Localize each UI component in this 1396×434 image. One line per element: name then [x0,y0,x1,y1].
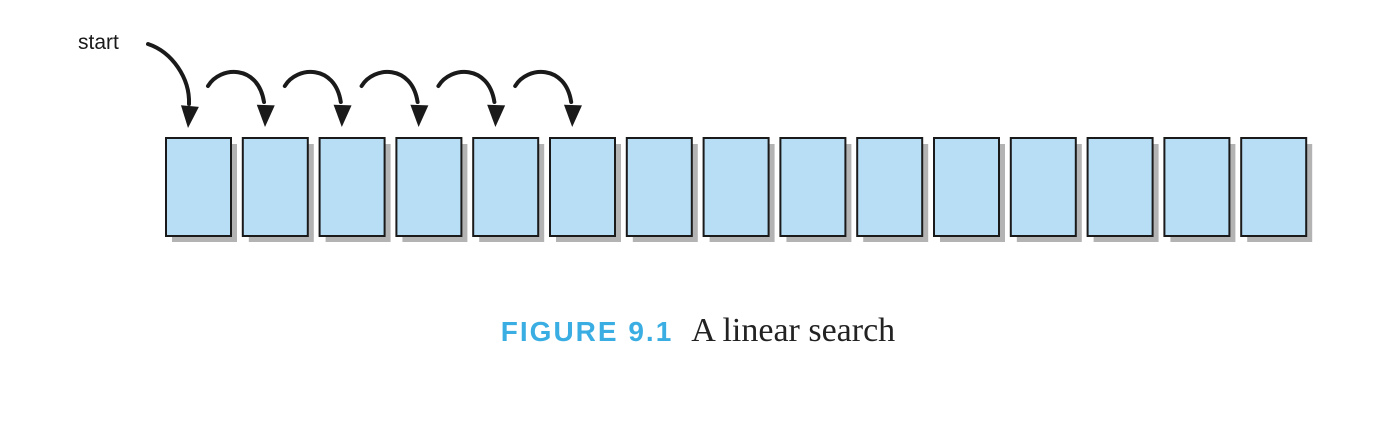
start-label: start [78,31,119,54]
arrow-head [333,104,352,127]
figure-title: A linear search [691,312,896,349]
array-cell [318,137,386,237]
curved-arrow-icon [282,70,352,127]
hop-arrow [436,70,497,104]
arrow-head [487,104,506,127]
array-cell [702,137,770,237]
array-cell [241,137,309,237]
search-arrows [146,42,582,128]
arrow-head [256,104,275,127]
hop-arrow [513,70,574,104]
hop-arrow [359,70,420,104]
figure-number: FIGURE 9.1 [500,316,674,347]
arrow-head [180,105,199,128]
array-cell [549,137,616,237]
figure-caption: FIGURE 9.1 A linear search [0,312,1396,350]
array-cell [625,137,693,237]
start-arrow [146,42,192,106]
curved-arrow-icon [359,70,429,127]
curved-arrow-icon [146,42,199,128]
array-cell [1009,137,1077,237]
curved-arrow-icon [513,70,582,127]
hop-arrow [206,70,266,104]
array-cell [1086,137,1154,237]
hop-arrow [282,70,343,104]
array-cell [165,137,232,237]
array-cell [933,137,1000,237]
array-cell [472,137,540,237]
array-cell [1240,137,1308,237]
curved-arrow-icon [436,70,506,127]
array-cells [165,137,1313,242]
array-cell [1163,137,1231,237]
curved-arrow-icon [206,70,275,127]
arrow-head [410,104,429,127]
array-cell [779,137,847,237]
array-cell [395,137,463,237]
arrow-head [563,104,582,127]
array-cell [856,137,924,237]
